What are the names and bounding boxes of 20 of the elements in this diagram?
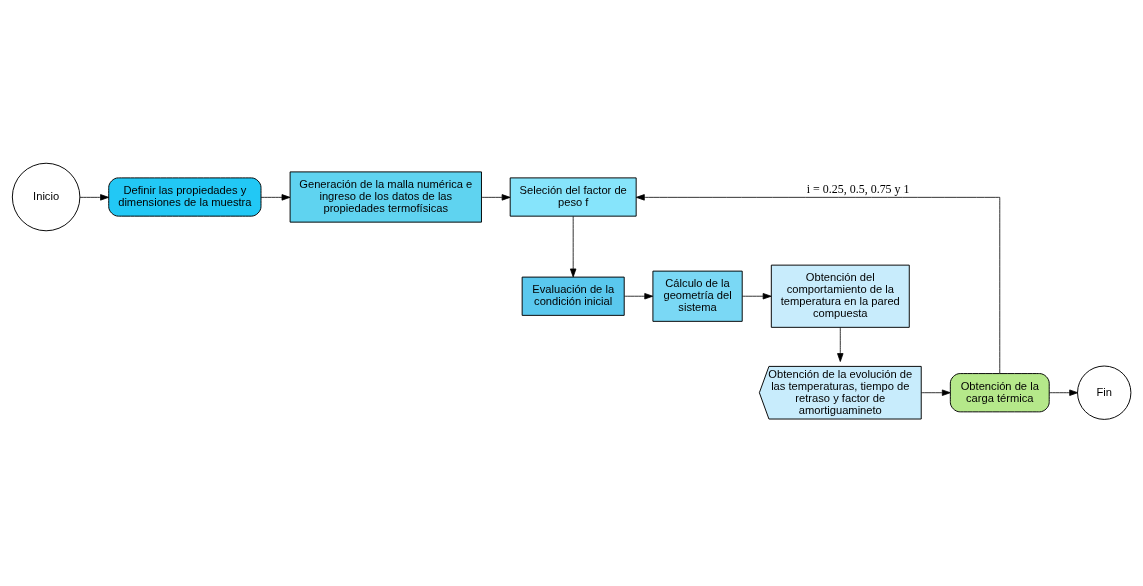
node-circle: Fin <box>1077 365 1132 420</box>
node-box: Obtención de la carga térmica <box>949 372 1050 412</box>
node-circle: Inicio <box>11 162 81 231</box>
node-box: Definir las propiedades y dimensiones de la muestra <box>108 176 262 217</box>
edge-label: i = 0.25, 0.5, 0.75 y 1 <box>806 181 910 196</box>
arrow <box>481 193 511 201</box>
arrow <box>79 193 109 201</box>
arrow <box>837 326 844 362</box>
arrow <box>741 292 772 299</box>
arrow <box>1048 389 1079 396</box>
arrow <box>260 193 291 201</box>
arrow <box>570 215 577 277</box>
node-box: Obtención del comportamiento de la temperatura en la pared compuesta <box>770 264 910 328</box>
arrow <box>921 389 951 396</box>
node-box: Evaluación de la condición inicial <box>521 276 625 316</box>
node-box: Generación de la malla numérica e ingreso de los datos de las propiedades termofísicas <box>289 170 482 223</box>
node-box: Cálculo de la geometría del sistema <box>652 270 743 322</box>
arrow <box>624 292 654 299</box>
node-box: Seleción del factor de peso f <box>509 176 637 217</box>
arrow <box>635 193 1001 374</box>
